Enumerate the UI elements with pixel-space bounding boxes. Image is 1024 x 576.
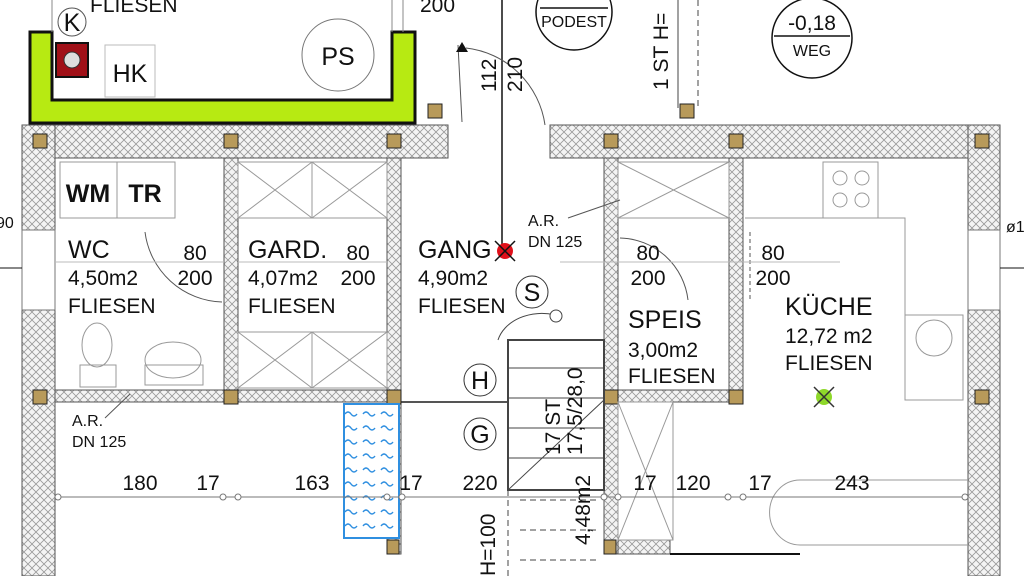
k-marker — [57, 7, 87, 37]
room-name: GARD. — [248, 236, 327, 264]
cabinets — [59, 161, 968, 546]
dimension-line — [54, 493, 969, 501]
level-weg: -0,18 WEG — [771, 0, 853, 79]
door-width: 80 — [346, 242, 369, 265]
exhaust-size: DN 125 — [72, 434, 126, 451]
green-light-marker-icon — [813, 386, 835, 408]
edge-right-label: ø1 — [1006, 219, 1024, 236]
room-speis: SPEIS 3,00m2 FLIESEN — [628, 306, 716, 388]
door-height: 200 — [340, 267, 375, 290]
dimension-value: 243 — [834, 472, 869, 495]
dimension-value: 180 — [122, 472, 157, 495]
exhaust-size: DN 125 — [528, 234, 582, 251]
stair-area: 4,48m2 — [572, 475, 595, 545]
room-gang: GANG 4,90m2 FLIESEN — [418, 236, 506, 318]
door-width: 80 — [183, 242, 206, 265]
door-height: 200 — [177, 267, 212, 290]
stair-top-label: 1 ST H= — [650, 13, 673, 90]
weg-label: WEG — [793, 43, 831, 60]
hk-label: HK — [113, 60, 148, 88]
door-height: 200 — [630, 267, 665, 290]
room-name: GANG — [418, 236, 492, 264]
door-swings — [55, 231, 840, 303]
g-label: G — [470, 421, 489, 449]
room-floor: FLIESEN — [785, 352, 873, 375]
upper-room — [28, 0, 417, 125]
door-height: 200 — [755, 267, 790, 290]
entrance-door-height: 210 — [504, 57, 527, 92]
dimension-value: 17 — [748, 472, 771, 495]
room-area: 12,72 m2 — [785, 325, 873, 348]
staircase — [497, 309, 605, 576]
room-wc: WC 4,50m2 FLIESEN — [68, 236, 156, 318]
room-area: 3,00m2 — [628, 339, 698, 362]
door-width: 80 — [761, 242, 784, 265]
red-light-marker-icon — [494, 240, 516, 262]
dimension-value: 17 — [633, 472, 656, 495]
dimension-value: 17 — [399, 472, 422, 495]
room-floor: FLIESEN — [628, 365, 716, 388]
dimension-value: 163 — [294, 472, 329, 495]
room-floor: FLIESEN — [248, 295, 336, 318]
top-floor-label: FLIESEN — [90, 0, 178, 17]
s-marker — [515, 275, 549, 309]
railing-height: H=100 — [477, 514, 500, 576]
weg-level-value: -0,18 — [788, 12, 836, 35]
exhaust-label: A.R. — [528, 213, 559, 230]
room-gard: GARD. 4,07m2 FLIESEN — [248, 236, 336, 318]
room-floor: FLIESEN — [418, 295, 506, 318]
exhaust-label: A.R. — [72, 413, 103, 430]
dimension-value: 120 — [675, 472, 710, 495]
room-area: 4,50m2 — [68, 267, 138, 290]
s-label: S — [524, 279, 541, 307]
k-label: K — [64, 9, 81, 37]
level-podest: PODEST — [535, 0, 613, 51]
top-door-height: 200 — [420, 0, 455, 17]
stair-count: 17 ST — [542, 399, 565, 455]
hk-box — [104, 44, 156, 98]
wm-label: WM — [66, 180, 110, 208]
room-area: 4,07m2 — [248, 267, 318, 290]
room-name: WC — [68, 236, 110, 264]
h-label: H — [471, 367, 489, 395]
h-marker — [463, 363, 497, 397]
room-name: SPEIS — [628, 306, 702, 334]
edge-left-label: 90 — [0, 215, 14, 232]
podest-label: PODEST — [541, 14, 607, 31]
room-name: KÜCHE — [785, 293, 873, 321]
room-floor: FLIESEN — [68, 295, 156, 318]
room-area: 4,90m2 — [418, 267, 488, 290]
tr-label: TR — [128, 180, 161, 208]
ps-marker — [301, 18, 375, 92]
columns — [32, 103, 990, 555]
stair-ratio: 17,5/28,0 — [564, 367, 587, 455]
entrance-door-width: 112 — [478, 59, 501, 92]
door-width: 80 — [636, 242, 659, 265]
room-kueche: KÜCHE 12,72 m2 FLIESEN — [785, 293, 873, 375]
ps-label: PS — [321, 43, 354, 71]
dimension-value: 17 — [196, 472, 219, 495]
dimension-value: 220 — [462, 472, 497, 495]
g-marker — [463, 417, 497, 451]
floor-heating-area — [343, 403, 400, 539]
